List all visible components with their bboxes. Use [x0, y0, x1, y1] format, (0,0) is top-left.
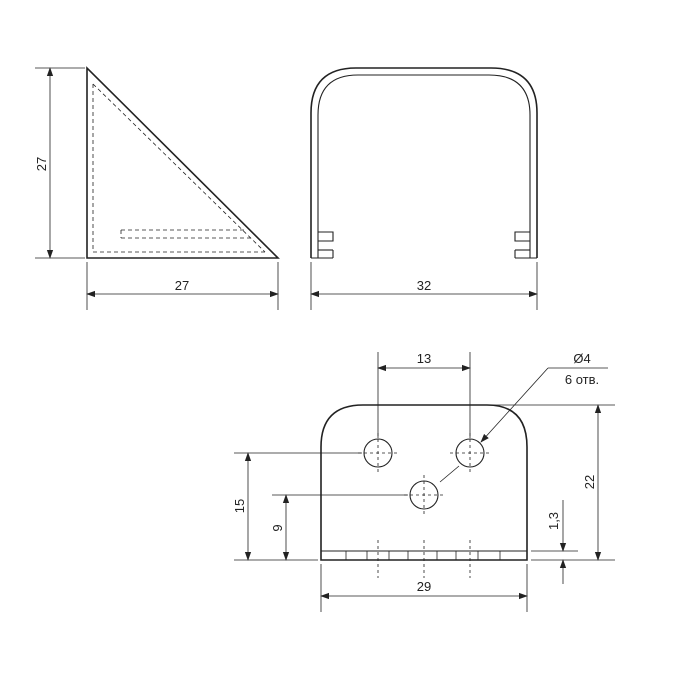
- centerlines-bottom: [377, 540, 471, 578]
- hole-right: [450, 433, 490, 473]
- hole-left: [358, 433, 398, 473]
- bottom-view: [320, 404, 528, 561]
- dimension-side-height: 27: [34, 67, 85, 259]
- hole-center: [404, 475, 444, 515]
- dim-label-hole-diameter: Ø4: [573, 351, 590, 366]
- dim-label-center-hole-height: 9: [270, 524, 285, 531]
- dimension-front-width: 32: [310, 262, 538, 310]
- dimension-bottom-width: 29: [320, 564, 528, 612]
- dim-label-side-height: 27: [34, 157, 49, 171]
- dimension-hole-row-height: 15: [232, 452, 362, 561]
- dimension-hole-spacing: 13: [377, 351, 471, 438]
- side-view: [86, 66, 280, 259]
- dim-label-plate-thickness: 1,3: [546, 512, 561, 530]
- dim-label-hole-spacing: 13: [417, 351, 431, 366]
- dim-label-side-width: 27: [175, 278, 189, 293]
- dim-label-front-width: 32: [417, 278, 431, 293]
- dimension-side-width: 27: [86, 262, 279, 310]
- dim-label-bottom-width: 29: [417, 579, 431, 594]
- dimension-plate-thickness: 1,3: [531, 500, 578, 584]
- hole-diameter-callout: Ø4 6 отв.: [439, 351, 608, 483]
- front-view: [310, 67, 538, 259]
- dimension-center-hole-height: 9: [270, 494, 408, 561]
- dimension-overall-height: 22: [490, 404, 615, 561]
- dim-label-hole-count: 6 отв.: [565, 372, 599, 387]
- dim-label-hole-row-height: 15: [232, 499, 247, 513]
- dim-label-overall-height: 22: [582, 475, 597, 489]
